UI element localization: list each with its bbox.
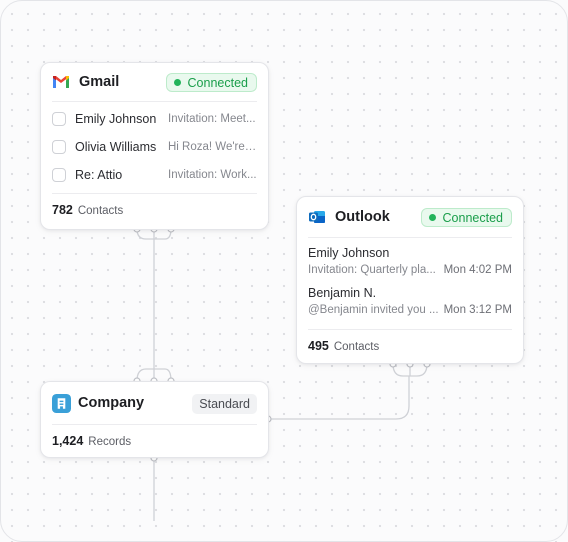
gmail-contacts-label: Contacts (77, 205, 124, 217)
company-card[interactable]: Company Standard 1,424 Records (40, 381, 269, 458)
gmail-card[interactable]: Gmail Connected Emily Johnson Invitation… (40, 62, 269, 230)
message-checkbox[interactable] (52, 168, 66, 182)
wire-company-outlook (268, 376, 410, 420)
status-dot-icon (173, 79, 181, 86)
message-sender: Emily Johnson (75, 112, 157, 126)
outlook-status-text: Connected (442, 210, 503, 225)
outlook-message-item[interactable]: Benjamin N. @Benjamin invited you ... Mo… (297, 278, 523, 318)
gmail-message-row[interactable]: Emily Johnson Invitation: Meet... (41, 105, 268, 133)
message-preview: Invitation: Meet... (168, 113, 256, 125)
message-sender: Emily Johnson (308, 246, 390, 260)
outlook-card-header: Outlook Connected (297, 197, 523, 237)
company-title: Company (78, 395, 145, 411)
status-dot-icon (428, 214, 436, 221)
outlook-contacts-stat: 495 Contacts (297, 330, 523, 362)
divider (308, 329, 512, 330)
divider (52, 193, 257, 194)
company-card-header: Company Standard (41, 382, 268, 424)
gmail-icon (53, 76, 69, 88)
company-records-count: 1,424 (52, 434, 84, 448)
divider (308, 237, 512, 238)
gmail-contacts-stat: 782 Contacts (41, 194, 268, 226)
gmail-title: Gmail (79, 74, 120, 90)
message-sender: Re: Attio (75, 168, 123, 182)
message-time: Mon 4:02 PM (443, 264, 512, 276)
divider (52, 101, 257, 102)
company-icon (52, 393, 71, 413)
outlook-contacts-label: Contacts (333, 341, 380, 353)
gmail-contacts-count: 782 (52, 203, 73, 217)
message-snippet: @Benjamin invited you ... (308, 304, 438, 316)
message-sender: Olivia Williams (75, 140, 157, 154)
gmail-message-row[interactable]: Re: Attio Invitation: Work... (41, 161, 268, 189)
outlook-status-badge: Connected (420, 208, 512, 227)
outlook-icon (309, 211, 325, 223)
gmail-status-badge: Connected (165, 73, 257, 92)
company-records-stat: 1,424 Records (41, 425, 268, 457)
message-checkbox[interactable] (52, 140, 66, 154)
message-time: Mon 3:12 PM (443, 304, 512, 316)
company-records-label: Records (88, 436, 132, 448)
message-checkbox[interactable] (52, 112, 66, 126)
gmail-card-header: Gmail Connected (41, 63, 268, 101)
company-type-badge: Standard (192, 394, 257, 414)
gmail-message-row[interactable]: Olivia Williams Hi Roza! We're ... (41, 133, 268, 161)
gmail-status-text: Connected (187, 75, 248, 90)
outlook-contacts-count: 495 (308, 339, 329, 353)
message-preview: Hi Roza! We're ... (168, 141, 257, 153)
outlook-title: Outlook (335, 209, 390, 225)
message-sender: Benjamin N. (308, 286, 377, 300)
message-snippet: Invitation: Quarterly pla... (308, 264, 436, 276)
outlook-message-item[interactable]: Emily Johnson Invitation: Quarterly pla.… (297, 238, 523, 278)
message-preview: Invitation: Work... (168, 169, 257, 181)
outlook-card[interactable]: Outlook Connected Emily Johnson Invitati… (296, 196, 524, 364)
divider (52, 424, 257, 425)
